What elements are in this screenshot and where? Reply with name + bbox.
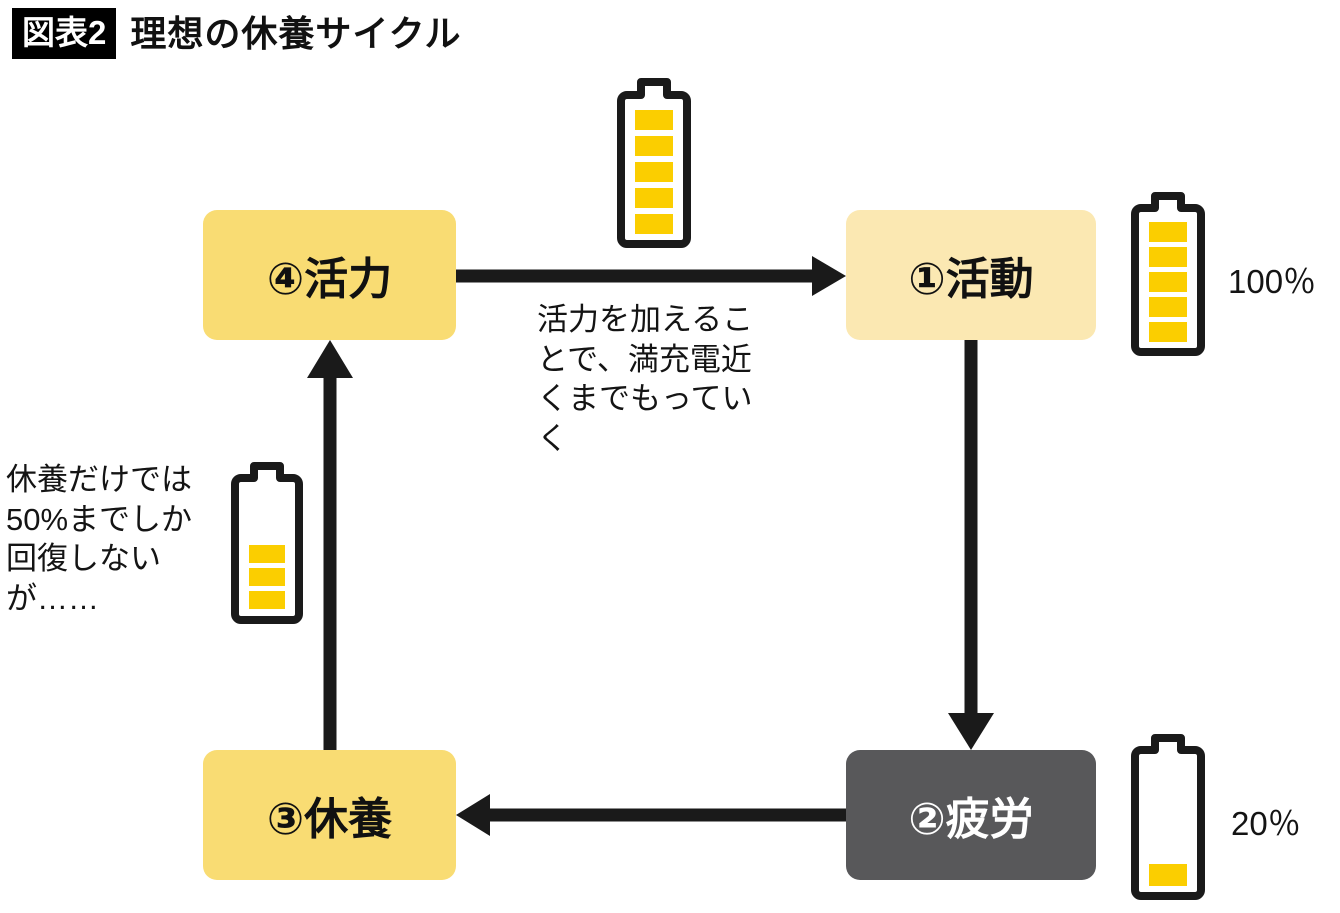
annotation-charge-note: 活力を加えることで、満充電近くまでもっていく (537, 302, 754, 457)
node-fatigue-label: ②疲労 (908, 795, 1034, 844)
battery-20-icon (1131, 734, 1205, 900)
node-rest-label: ③休養 (266, 795, 393, 844)
arrow-rest-to-vitality (307, 340, 353, 750)
battery-50-icon (231, 462, 303, 624)
page-title: 図表2 理想の休養サイクル (12, 8, 462, 59)
arrow-activity-to-fatigue (948, 340, 994, 750)
figure-badge: 図表2 (12, 8, 117, 59)
arrow-vitality-to-activity (456, 256, 846, 296)
battery-100-percent-label: 100％ (1228, 263, 1317, 300)
node-fatigue[interactable]: ②疲労 (846, 750, 1096, 880)
node-vitality[interactable]: ④活力 (203, 210, 456, 340)
node-activity[interactable]: ①活動 (846, 210, 1096, 340)
node-vitality-label: ④活力 (266, 255, 393, 304)
annotation-rest-note: 休養だけでは50%までしか回復しないが…… (6, 462, 193, 617)
battery-20-percent-label: 20％ (1231, 805, 1301, 842)
node-rest[interactable]: ③休養 (203, 750, 456, 880)
battery-full-icon (617, 78, 691, 248)
arrow-fatigue-to-rest (456, 794, 846, 836)
figure-title-text: 理想の休養サイクル (130, 12, 462, 54)
node-activity-label: ①活動 (908, 255, 1034, 304)
battery-100-icon (1131, 192, 1205, 356)
